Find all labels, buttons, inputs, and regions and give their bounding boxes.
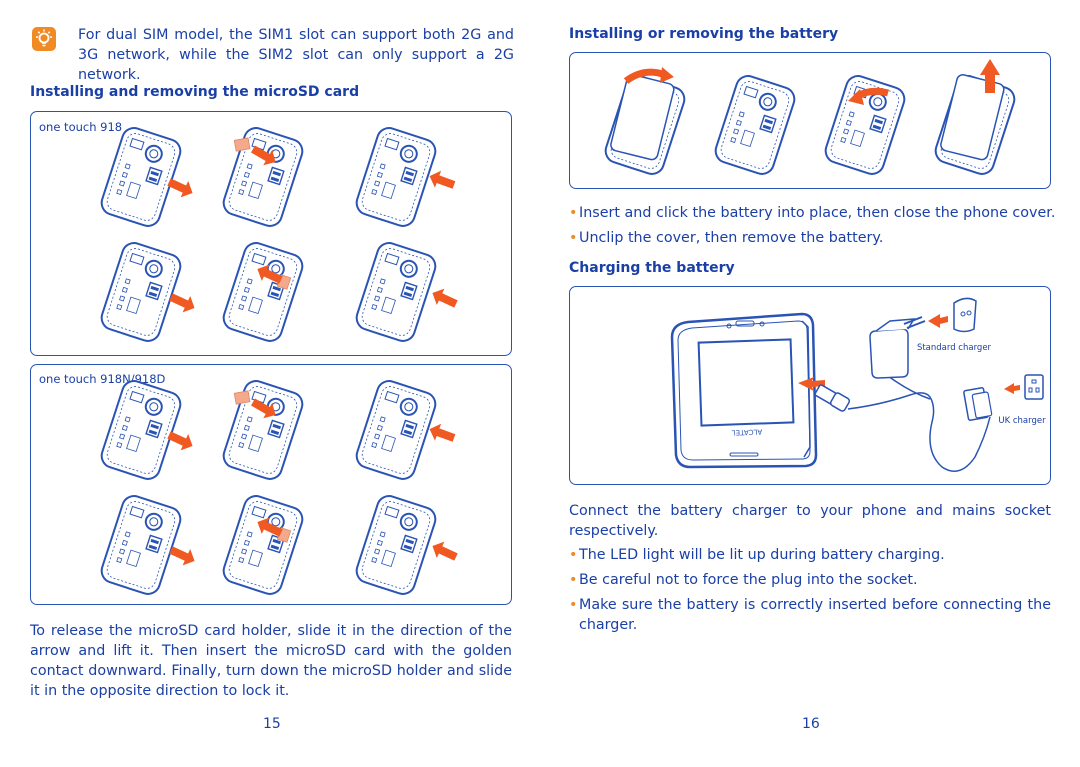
charging-figure: ALCATEL Standar [569,286,1051,485]
phone-back-illustration [100,495,182,595]
usb-cable [798,375,991,472]
arrow-icon [432,541,458,561]
phone-back-illustration [355,380,437,480]
arrow-icon [1004,383,1020,394]
microsd-card-icon [233,390,251,405]
uk-charger-label: UK charger [998,416,1046,426]
standard-charger-illustration: Standard charger [869,297,992,379]
arrow-icon [169,546,195,566]
phone-back-illustration [824,75,906,175]
phone-back-illustration [714,75,796,175]
arrow-icon [257,264,283,284]
standard-charger-label: Standard charger [917,343,992,353]
battery-heading: Installing or removing the battery [569,26,839,42]
microsd-instructions: To release the microSD card holder, slid… [30,623,512,699]
connect-charger-text: Connect the battery charger to your phon… [569,503,1051,539]
phone-back-illustration [222,127,304,227]
battery-icon [610,74,675,161]
phone-back-illustration [355,495,437,595]
phone-back-illustration [222,495,304,595]
arrow-icon [660,67,674,83]
battery-figure [569,52,1051,189]
arrow-icon [798,377,825,391]
bullet-dot: • [569,572,578,588]
phone-back-illustration [100,127,182,227]
microsd-steps-illustration-918n [100,380,458,595]
battery-icon [940,74,1005,161]
arrow-icon [980,59,1000,93]
arrow-icon [429,170,456,189]
arrow-icon [169,293,195,313]
phone-back-illustration [100,242,182,342]
uk-charger-illustration: UK charger [963,374,1046,426]
charging-illustration: ALCATEL Standar [670,297,1046,472]
arrow-icon [257,517,283,537]
phone-brand-label: ALCATEL [732,427,763,436]
page-number-right: 16 [802,716,820,732]
phone-back-illustration [355,242,437,342]
figure-caption-918: one touch 918 [39,120,123,134]
tip-icon [32,27,56,51]
arrow-icon [432,288,458,308]
charging-heading: Charging the battery [569,260,735,276]
arrow-icon [167,431,193,451]
bullet-dot: • [569,547,578,563]
phone-back-illustration [355,127,437,227]
microsd-figure-918n: one touch 918N/918D [30,364,512,605]
microsd-steps-illustration-918 [100,127,458,342]
arrow-icon [251,145,276,166]
dual-sim-tip: For dual SIM model, the SIM1 slot can su… [78,27,514,83]
arrow-icon [848,89,864,105]
phone-back-illustration [100,380,182,480]
bullet-dot: • [569,597,578,613]
arrow-icon [167,178,193,198]
phone-back-illustration [222,242,304,342]
microsd-card-icon [233,137,251,152]
bullet-dot: • [569,230,578,246]
arrow-icon [928,314,948,328]
left-page: For dual SIM model, the SIM1 slot can su… [30,27,514,732]
microsd-heading: Installing and removing the microSD card [30,84,360,100]
phone-illustration: ALCATEL [670,312,818,469]
phone-back-illustration [222,380,304,480]
arrow-icon [251,398,276,419]
arrow-icon [429,423,456,442]
battery-steps-illustration [604,59,1016,175]
right-page: Installing or removing the battery • Ins… [569,26,1056,732]
microsd-figure-918: one touch 918 [30,111,512,356]
page-number-left: 15 [263,716,281,732]
bullet-dot: • [569,205,578,221]
